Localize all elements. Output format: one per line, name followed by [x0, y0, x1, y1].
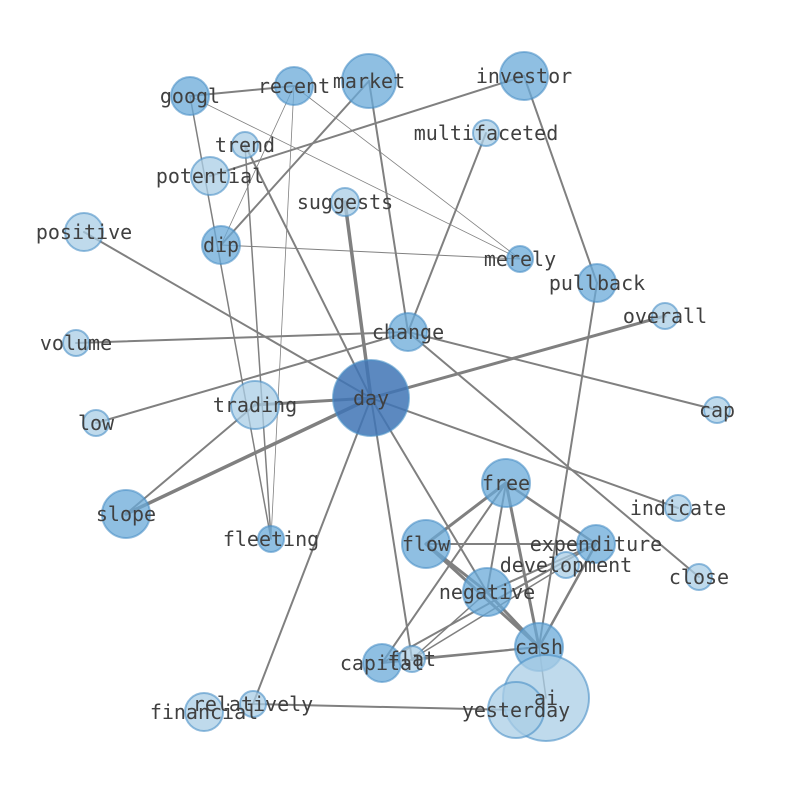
edge-free-cash [504, 481, 541, 649]
edge-dip-merely [220, 244, 521, 260]
node-day [332, 359, 410, 437]
node-label-ai: ai [534, 686, 558, 710]
node-investor [499, 51, 549, 101]
node-multifaceted [472, 119, 500, 147]
node-label-indicate: indicate [630, 496, 726, 520]
node-pullback [577, 263, 617, 303]
node-market [341, 53, 397, 109]
node-label-suggests: suggests [297, 190, 393, 214]
edge-investor-potential [209, 75, 525, 177]
node-trading [230, 380, 280, 430]
edge-recent-dip [220, 85, 295, 246]
edge-trend-day [244, 144, 372, 399]
node-label-free: free [482, 471, 530, 495]
node-label-financial: financial [150, 700, 258, 724]
node-expenditure [576, 524, 616, 564]
edge-day-slope [124, 396, 373, 516]
node-label-day: day [353, 386, 389, 410]
node-label-yesterday: yesterday [462, 698, 570, 722]
node-label-market: market [333, 69, 405, 93]
node-label-capital: capital [340, 651, 424, 675]
node-label-trading: trading [213, 393, 297, 417]
node-yesterday [487, 681, 545, 739]
node-label-potential: potential [156, 164, 264, 188]
node-label-pullback: pullback [549, 271, 645, 295]
node-fleeting [257, 525, 285, 553]
node-label-recent: recent [258, 74, 330, 98]
node-volume [62, 329, 90, 357]
node-potential [190, 156, 230, 196]
node-label-merely: merely [484, 247, 556, 271]
node-label-close: close [669, 565, 729, 589]
edge-pullback-cash [538, 282, 598, 648]
edge-positive-day [83, 231, 372, 399]
node-close [685, 563, 713, 591]
node-dip [201, 225, 241, 265]
edge-trend-fleeting [244, 144, 272, 540]
node-overall [651, 302, 679, 330]
node-googl [170, 76, 210, 116]
node-free [481, 458, 531, 508]
node-label-flow: flow [402, 532, 451, 556]
node-development [552, 551, 580, 579]
node-label-googl: googl [160, 84, 220, 108]
node-label-low: low [78, 411, 115, 435]
node-negative [462, 567, 512, 617]
edge-relatively-yesterday [252, 703, 517, 711]
node-label-positive: positive [36, 220, 132, 244]
node-trend [231, 131, 259, 159]
edge-day-flat [370, 397, 413, 660]
edge-volume-change [75, 331, 409, 344]
edge-market-dip [220, 80, 370, 246]
node-recent [274, 66, 314, 106]
node-label-fleeting: fleeting [223, 527, 319, 551]
edge-day-overall [369, 314, 667, 400]
edge-recent-merely [293, 85, 521, 260]
node-label-cap: cap [699, 398, 735, 422]
node-indicate [664, 494, 692, 522]
edge-day-relatively [252, 397, 372, 705]
node-label-development: development [500, 553, 632, 577]
node-label-expenditure: expenditure [530, 532, 662, 556]
edge-trading-slope [125, 404, 256, 515]
node-label-volume: volume [40, 331, 112, 355]
node-positive [64, 212, 104, 252]
node-label-negative: negative [439, 580, 535, 604]
edge-googl-merely [189, 95, 521, 260]
node-label-multifaceted: multifaceted [414, 121, 559, 145]
node-label-slope: slope [96, 502, 156, 526]
edge-change-cap [407, 331, 718, 411]
node-financial [184, 692, 224, 732]
edge-free-capital [381, 482, 507, 664]
node-label-overall: overall [623, 304, 707, 328]
node-label-change: change [372, 320, 444, 344]
node-flat [398, 645, 426, 673]
node-label-flat: flat [388, 647, 436, 671]
node-layer [62, 51, 731, 742]
node-label-trend: trend [215, 133, 275, 157]
edge-investor-pullback [523, 75, 598, 284]
edge-day-indicate [370, 397, 679, 509]
node-relatively [239, 690, 267, 718]
node-label-investor: investor [476, 64, 572, 88]
node-label-cash: cash [515, 635, 563, 659]
node-suggests [330, 187, 360, 217]
edge-multifaceted-change [407, 132, 487, 333]
node-merely [506, 245, 534, 273]
node-change [388, 312, 428, 352]
edge-recent-fleeting [270, 85, 295, 540]
node-flow [401, 519, 451, 569]
node-label-relatively: relatively [193, 692, 313, 716]
node-slope [101, 489, 151, 539]
node-low [82, 409, 110, 437]
node-cap [703, 396, 731, 424]
node-label-dip: dip [203, 233, 239, 257]
edge-change-low [95, 331, 409, 424]
